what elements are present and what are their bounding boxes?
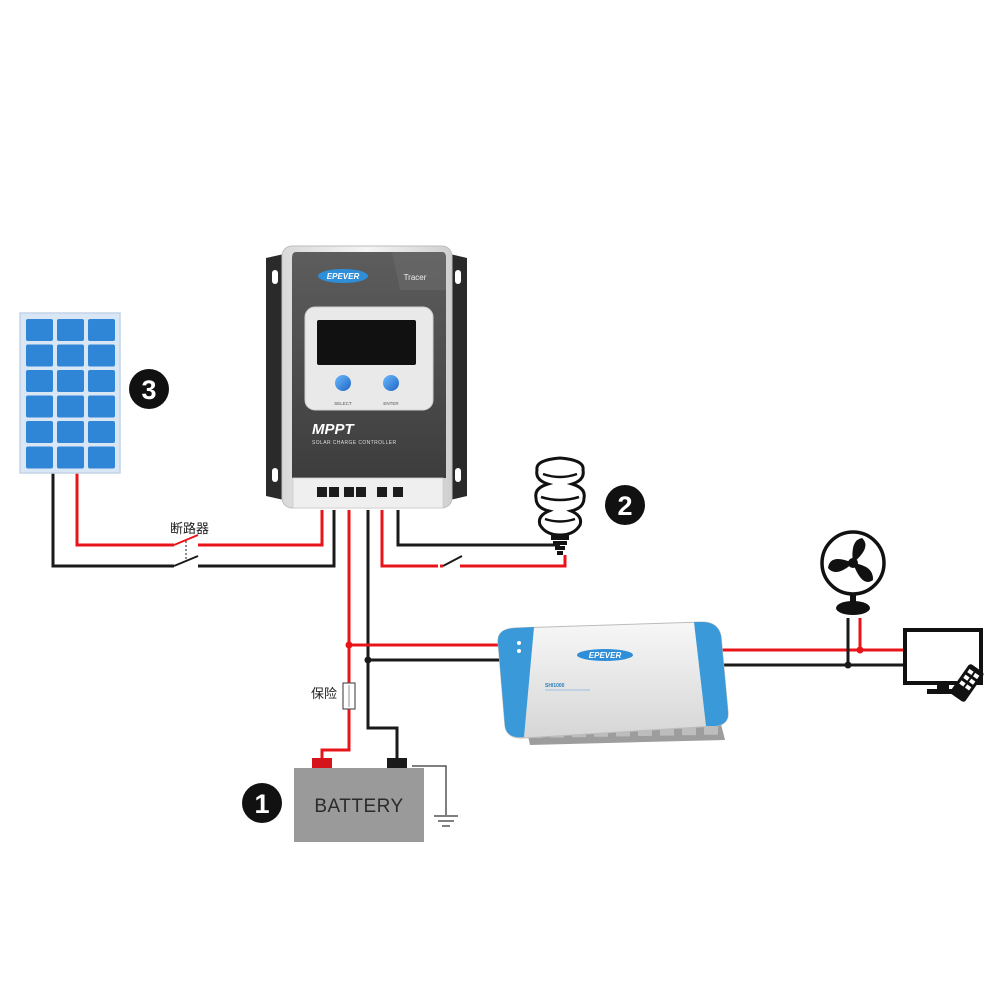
fuse xyxy=(342,682,356,710)
enter-button[interactable] xyxy=(383,375,399,391)
select-label: SELECT xyxy=(334,401,352,406)
solar-cell xyxy=(88,344,115,367)
solar-cell xyxy=(88,370,115,392)
lcd-screen xyxy=(317,320,416,365)
battery-negative-terminal xyxy=(387,758,407,770)
marker-3-text: 3 xyxy=(141,375,156,405)
marker-2: 2 xyxy=(605,485,645,525)
solar-cell xyxy=(26,446,53,469)
battery-negative-wire xyxy=(366,510,399,762)
controller-model: Tracer xyxy=(404,273,427,282)
terminal-screw xyxy=(393,487,403,497)
terminal-block xyxy=(317,487,403,497)
select-button[interactable] xyxy=(335,375,351,391)
breaker-label: 断路器 xyxy=(170,521,209,537)
battery-positive-terminal xyxy=(312,758,332,770)
solar-panel xyxy=(19,312,121,474)
marker-1: 1 xyxy=(242,783,282,823)
battery-label: BATTERY xyxy=(314,796,403,817)
charge-controller: EPEVER Tracer SELECT ENTER MPPT SOLAR CH… xyxy=(266,245,467,509)
load-positive-wire-2 xyxy=(458,555,567,568)
solar-cell xyxy=(26,421,53,443)
solar-cell xyxy=(88,319,115,341)
solar-cell xyxy=(88,421,115,443)
solar-cell xyxy=(26,319,53,341)
solar-cell xyxy=(88,395,115,418)
battery-positive-wire xyxy=(320,510,351,762)
solar-cell xyxy=(26,344,53,367)
junction-dot xyxy=(364,656,372,664)
terminal-screw xyxy=(356,487,366,497)
load-positive-wire xyxy=(380,510,440,568)
solar-cell xyxy=(57,446,84,469)
wires xyxy=(51,473,905,827)
solar-cell xyxy=(26,370,53,392)
marker-2-text: 2 xyxy=(617,491,632,521)
junction-dot xyxy=(844,661,852,669)
battery: BATTERY xyxy=(294,758,424,842)
fuse-label: 保险 xyxy=(311,687,337,702)
controller-subtitle: SOLAR CHARGE CONTROLLER xyxy=(312,440,397,446)
marker-3: 3 xyxy=(129,369,169,409)
solar-cell xyxy=(57,395,84,418)
terminal-screw xyxy=(344,487,354,497)
solar-cell xyxy=(57,421,84,443)
light-bulb-icon xyxy=(534,456,586,555)
pv-breaker xyxy=(165,534,205,572)
remote-control-icon xyxy=(950,664,984,702)
inverter-model: SHI1000 xyxy=(545,683,565,689)
fan-icon xyxy=(820,530,886,615)
junction-dot xyxy=(856,646,864,654)
inverter-brand: EPEVER xyxy=(589,651,622,660)
ground-wire xyxy=(412,765,447,815)
terminal-screw xyxy=(329,487,339,497)
load-switch xyxy=(438,555,463,571)
solar-cell xyxy=(57,370,84,392)
marker-1-text: 1 xyxy=(254,789,269,819)
enter-label: ENTER xyxy=(383,401,399,406)
terminal-screw xyxy=(317,487,327,497)
inverter: EPEVER SHI1000 xyxy=(497,621,729,745)
solar-cells xyxy=(26,319,115,469)
controller-brand: EPEVER xyxy=(327,272,360,281)
solar-cell xyxy=(88,446,115,469)
load-negative-wire xyxy=(396,510,560,547)
junction-dot xyxy=(345,641,353,649)
television-icon xyxy=(903,628,984,702)
controller-title: MPPT xyxy=(312,421,356,438)
solar-cell xyxy=(26,395,53,418)
terminal-screw xyxy=(377,487,387,497)
solar-cell xyxy=(57,344,84,367)
solar-cell xyxy=(57,319,84,341)
